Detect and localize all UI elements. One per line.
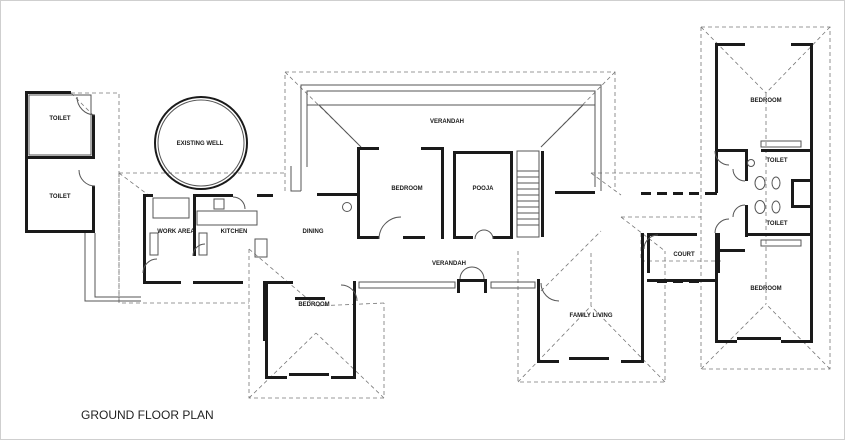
label-bedroom-center: BEDROOM: [391, 186, 422, 192]
room-labels: TOILET TOILET EXISTING WELL WORK AREA KI…: [49, 98, 788, 319]
label-family-living: FAMILY LIVING: [569, 313, 612, 319]
label-toilet-bottom: TOILET: [49, 194, 71, 200]
label-court: COURT: [673, 252, 695, 258]
door-swings: [76, 96, 746, 302]
label-bedroom-right-bottom: BEDROOM: [750, 286, 781, 292]
label-verandah-mid: VERANDAH: [432, 261, 466, 267]
label-verandah-top: VERANDAH: [430, 119, 464, 125]
walls: [25, 43, 813, 379]
label-existing-well: EXISTING WELL: [177, 141, 224, 147]
label-dining: DINING: [303, 229, 324, 235]
sanitary-fixtures: [342, 159, 781, 214]
existing-well: [154, 96, 248, 190]
label-toilet-right-bottom: TOILET: [766, 221, 788, 227]
label-pooja: POOJA: [472, 186, 494, 192]
label-work-area: WORK AREA: [157, 229, 195, 235]
verandah-top-edge: [290, 84, 602, 192]
passage-windows: [641, 192, 717, 283]
label-bedroom-bottom: BEDROOM: [298, 302, 329, 308]
plan-title: GROUND FLOOR PLAN: [81, 408, 214, 422]
label-toilet-top: TOILET: [49, 116, 71, 122]
label-toilet-right-top: TOILET: [766, 158, 788, 164]
stair-treads: [517, 170, 539, 226]
label-kitchen: KITCHEN: [221, 229, 248, 235]
label-bedroom-right-top: BEDROOM: [750, 98, 781, 104]
roof-outlines: [70, 26, 831, 399]
